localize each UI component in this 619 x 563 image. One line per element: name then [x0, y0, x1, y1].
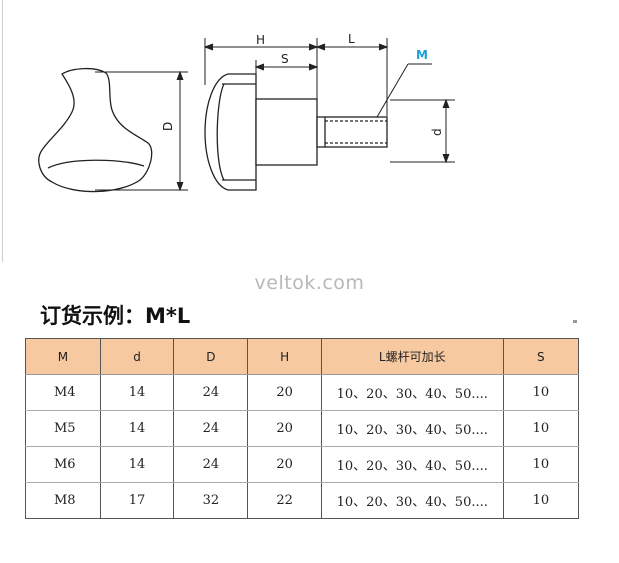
cell-D: 24	[173, 374, 249, 411]
header-M: M	[25, 338, 101, 375]
label-M: M	[416, 48, 428, 62]
label-H: H	[256, 33, 265, 47]
cell-D: 24	[173, 446, 249, 483]
cell-M: M8	[25, 482, 101, 519]
cell-H: 20	[247, 410, 322, 447]
dimension-H-S-L	[203, 38, 389, 116]
table-header-row: M d D H L螺杆可加长 S	[25, 338, 580, 375]
cell-L: 10、20、30、40、50....	[320, 446, 504, 483]
watermark: veltok.com	[254, 272, 365, 294]
table-row: M6 14 24 20 10、20、30、40、50.... 10	[25, 446, 580, 483]
cell-D: 32	[173, 482, 249, 519]
header-D: D	[173, 338, 249, 375]
header-d: d	[99, 338, 175, 375]
cell-S: 10	[502, 482, 580, 519]
knob-front-view	[38, 67, 153, 193]
cell-M: M6	[25, 446, 101, 483]
cell-L: 10、20、30、40、50....	[320, 482, 504, 519]
order-example-title: 订货示例：M*L	[40, 304, 191, 328]
cell-S: 10	[502, 410, 580, 447]
cell-S: 10	[502, 446, 580, 483]
table-row: M8 17 32 22 10、20、30、40、50.... 10	[25, 482, 580, 519]
dimension-d	[390, 98, 455, 164]
cell-d: 14	[99, 410, 175, 447]
dimension-D	[95, 70, 188, 192]
cell-D: 24	[173, 410, 249, 447]
cell-M: M4	[25, 374, 101, 411]
cell-H: 20	[247, 446, 322, 483]
cell-L: 10、20、30、40、50....	[320, 410, 504, 447]
knob-side-view	[204, 73, 388, 191]
leader-M	[376, 63, 432, 118]
header-H: H	[247, 338, 322, 375]
cell-H: 20	[247, 374, 322, 411]
decorative-mark	[573, 320, 577, 323]
label-S: S	[281, 52, 289, 66]
label-D: D	[161, 122, 175, 131]
cell-L: 10、20、30、40、50....	[320, 374, 504, 411]
header-L: L螺杆可加长	[320, 338, 504, 375]
left-border-line	[2, 0, 3, 262]
cell-d: 14	[99, 374, 175, 411]
cell-M: M5	[25, 410, 101, 447]
cell-d: 14	[99, 446, 175, 483]
label-d: d	[430, 128, 444, 136]
header-S: S	[502, 338, 580, 375]
technical-drawing: D H S L M	[38, 32, 455, 193]
cell-S: 10	[502, 374, 580, 411]
label-L: L	[348, 32, 355, 46]
table-row: M5 14 24 20 10、20、30、40、50.... 10	[25, 410, 580, 447]
table-row: M4 14 24 20 10、20、30、40、50.... 10	[25, 374, 580, 411]
spec-table: M d D H L螺杆可加长 S M4 14 24 20 10、20、30、40…	[25, 338, 580, 519]
cell-d: 17	[99, 482, 175, 519]
cell-H: 22	[247, 482, 322, 519]
